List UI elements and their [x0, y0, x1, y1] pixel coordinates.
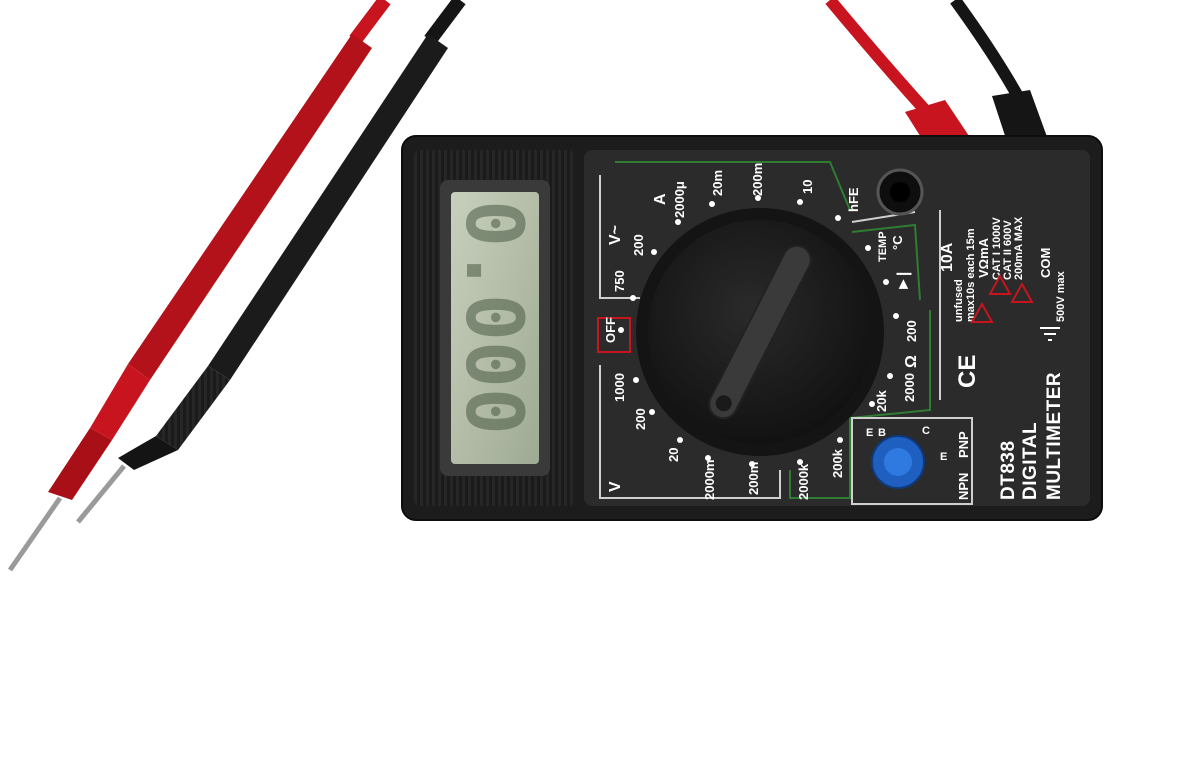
- socket-npn-label: NPN: [956, 473, 971, 500]
- black-probe-grip: [156, 366, 230, 450]
- black-probe-handle[interactable]: [208, 34, 448, 380]
- socket-pin-b: B: [878, 427, 886, 439]
- temp-label: TEMP: [877, 231, 889, 262]
- warning-icon: [970, 301, 994, 323]
- socket-pin-e2: E: [940, 451, 947, 463]
- temp-unit-label: °C: [890, 235, 905, 250]
- ohm-range-2000k: 2000k: [796, 463, 811, 500]
- black-lead-cable: [950, 0, 1026, 103]
- red-probe-handle[interactable]: [128, 34, 372, 380]
- black-lead-wire: [424, 0, 466, 45]
- acv-range-750: 750: [612, 270, 627, 292]
- terminal-10a-note-unfused: unfused: [953, 279, 965, 322]
- brand-line-multimeter: MULTIMETER: [1044, 372, 1065, 500]
- dcv-range-200m: 200m: [746, 462, 761, 495]
- dcv-range-2000m: 2000m: [702, 460, 717, 500]
- red-probe-grip: [90, 364, 150, 440]
- model-name: DT838: [998, 440, 1019, 500]
- dial-position-dots: [618, 195, 899, 467]
- red-probe-guard: [48, 428, 112, 500]
- dca-range-20m: 20m: [710, 170, 725, 196]
- dca-range-2000u: 2000μ: [672, 181, 687, 218]
- acv-symbol: V~: [607, 225, 624, 245]
- knob-pointer[interactable]: [704, 241, 815, 423]
- dial-labels: OFF V~ 200 750 A 2000μ 20m 200m 10 hFE T…: [603, 163, 920, 500]
- terminal-cat1-label: CAT I 1000V: [991, 217, 1003, 280]
- socket-pin-e: E: [866, 427, 873, 439]
- red-lead-cable: [825, 0, 930, 115]
- ohm-range-200: 200: [904, 320, 919, 342]
- brand-line-digital: DIGITAL: [1020, 422, 1041, 500]
- branding: CE DT838 DIGITAL MULTIMETER: [954, 355, 1065, 500]
- dca-symbol: A: [652, 193, 669, 205]
- test-probes[interactable]: [7, 0, 466, 572]
- terminal-cat2-label: CAT II 600V: [1002, 220, 1014, 280]
- dcv-symbol: V: [607, 481, 624, 492]
- hfe-socket-frame: [851, 417, 973, 505]
- diode-icon: ►|: [895, 272, 912, 292]
- dial-sector-outlines: [597, 161, 941, 499]
- dcv-range-200: 200: [633, 408, 648, 430]
- hfe-transistor-socket: NPN PNP E B C E: [851, 417, 973, 505]
- dca-range-200m: 200m: [750, 163, 765, 196]
- warning-icon: [1010, 281, 1034, 303]
- dca-range-10: 10: [800, 180, 815, 194]
- ohm-range-200k: 200k: [830, 448, 845, 478]
- red-lead-wire: [349, 0, 391, 45]
- ohm-range-2000: 2000: [902, 373, 917, 402]
- black-probe-tip: [76, 464, 126, 524]
- terminal-com-label: COM: [1038, 248, 1053, 278]
- socket-pin-c: C: [922, 425, 930, 437]
- rotary-selector-knob[interactable]: [636, 208, 884, 456]
- socket-pnp-label: PNP: [956, 431, 971, 458]
- terminal-10a-note-limit: max10s each 15m: [965, 228, 977, 322]
- dcv-range-1000: 1000: [612, 373, 627, 402]
- ohm-symbol: Ω: [903, 355, 920, 368]
- red-probe-tip: [7, 496, 63, 572]
- input-terminals: 10A unfused max10s each 15m VΩmA CAT I 1…: [876, 168, 1067, 341]
- black-probe-guard: [118, 436, 178, 470]
- lcd-screen: [451, 192, 539, 464]
- terminal-10a-label: 10A: [939, 242, 956, 272]
- ground-icon: [1040, 327, 1060, 341]
- terminal-com-note: 500V max: [1055, 270, 1067, 322]
- dial-off-label: OFF: [603, 317, 618, 343]
- hfe-label: hFE: [846, 187, 861, 212]
- terminal-vomega-label: VΩmA: [976, 237, 991, 278]
- terminal-cat3-label: 200mA MAX: [1013, 216, 1025, 280]
- lcd-reading: 0.000: [448, 200, 538, 435]
- warning-icon: [988, 273, 1012, 295]
- hfe-socket-center: [884, 448, 912, 476]
- lcd-display: 0.000: [440, 180, 550, 476]
- ohm-range-20k: 20k: [874, 390, 889, 412]
- terminal-10a-hole: [890, 182, 910, 202]
- acv-range-200: 200: [631, 234, 646, 256]
- ce-mark: CE: [954, 355, 981, 388]
- dcv-range-20: 20: [666, 448, 681, 462]
